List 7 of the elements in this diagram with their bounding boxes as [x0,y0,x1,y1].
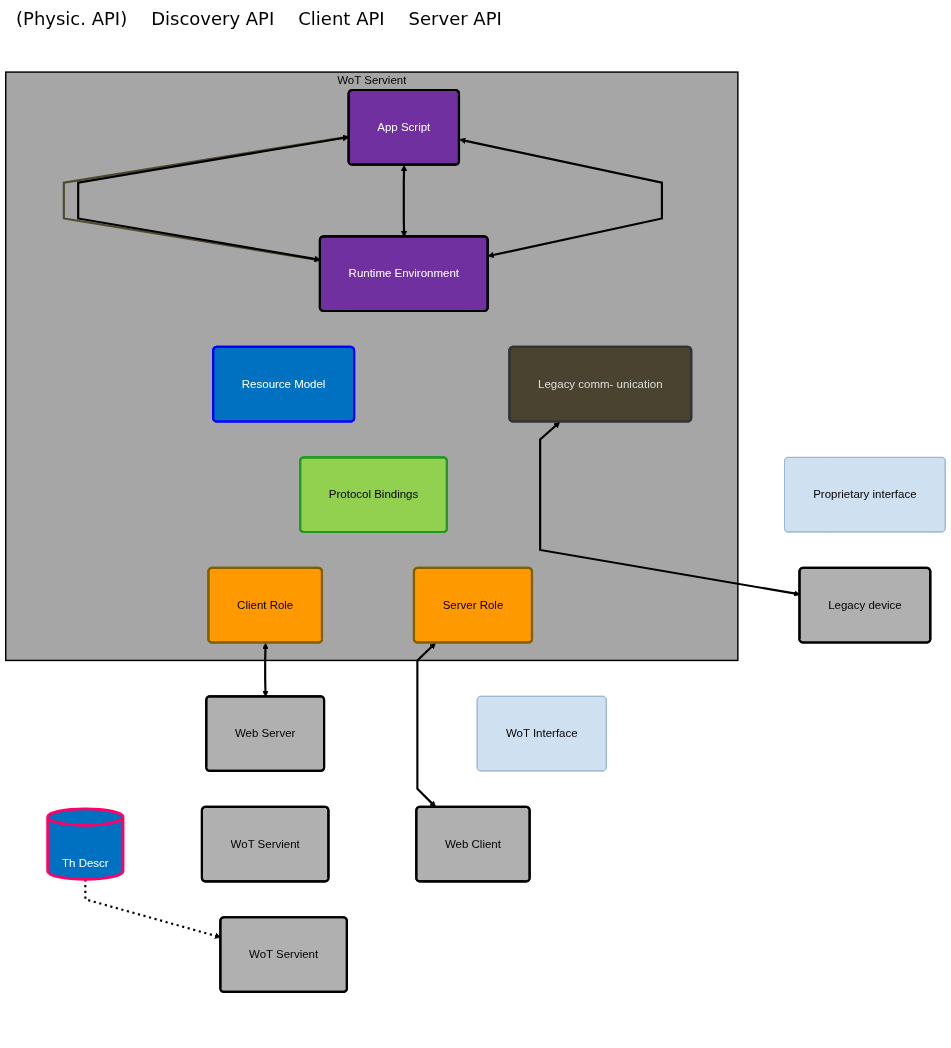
arrow [262,642,269,697]
arrow [459,137,663,258]
api-label: Server API [408,8,502,29]
arrow [84,879,221,939]
api-label: Discovery API [151,8,275,29]
api-label: (Physic. API) [16,8,128,29]
api-label: Client API [298,8,385,29]
